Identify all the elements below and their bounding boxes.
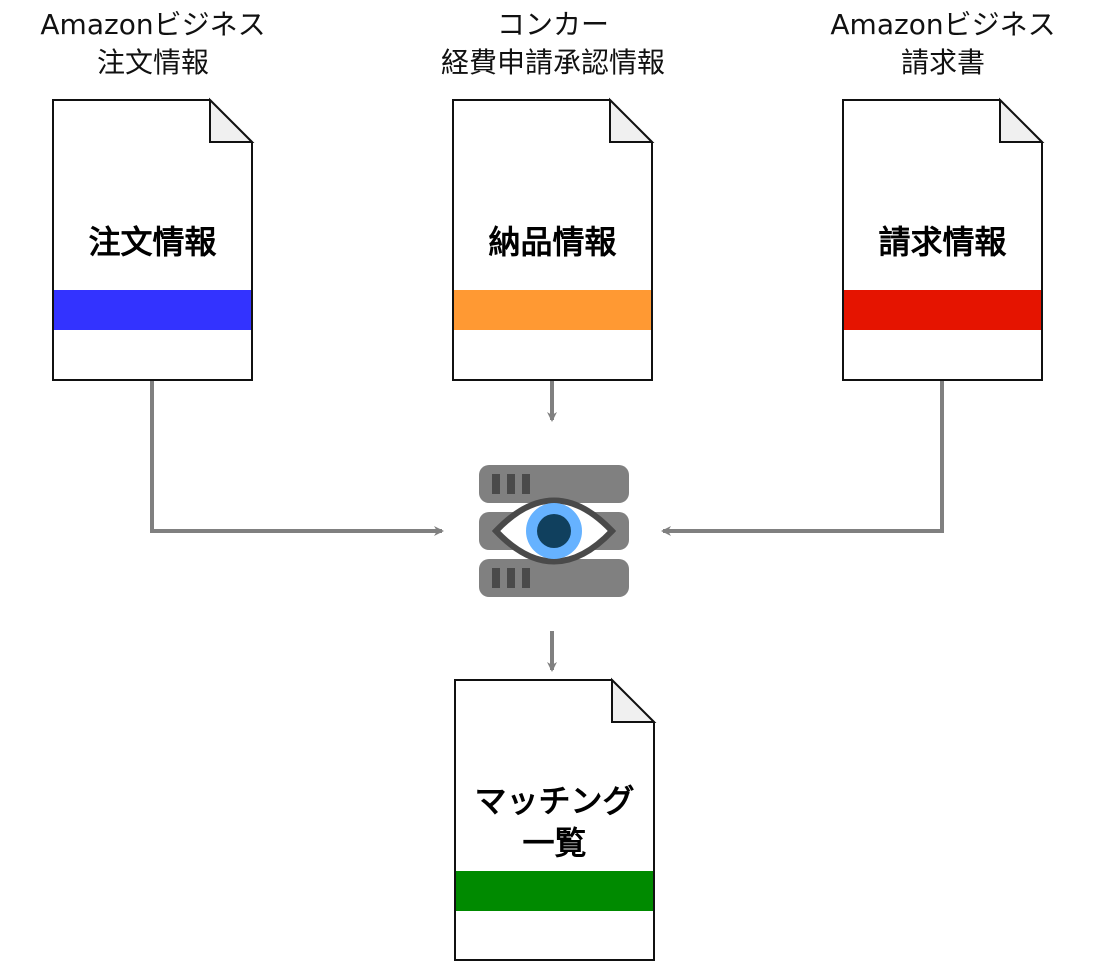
doc-title-output-line-1: マッチング bbox=[474, 782, 634, 820]
server-eye-icon[interactable] bbox=[479, 465, 629, 597]
caption-order-line-2: 注文情報 bbox=[96, 46, 209, 79]
document-invoice[interactable]: 請求情報 bbox=[842, 97, 1045, 381]
doc-title-invoice: 請求情報 bbox=[878, 223, 1006, 261]
band-invoice bbox=[844, 290, 1041, 330]
connector-order bbox=[150, 381, 444, 536]
doc-title-delivery: 納品情報 bbox=[488, 223, 616, 261]
caption-delivery: コンカー 経費申請承認情報 bbox=[403, 6, 703, 82]
caption-delivery-line-1: コンカー bbox=[496, 8, 609, 41]
connectors bbox=[150, 381, 944, 672]
server-slot-icon bbox=[492, 474, 530, 588]
document-output[interactable]: マッチング 一覧 bbox=[454, 677, 657, 961]
page-fold-icon bbox=[209, 97, 255, 143]
caption-invoice-line-2: 請求書 bbox=[900, 46, 985, 79]
doc-title-order: 注文情報 bbox=[88, 223, 216, 261]
caption-order-line-1: Amazonビジネス bbox=[40, 8, 266, 41]
band-delivery bbox=[454, 290, 651, 330]
caption-delivery-line-2: 経費申請承認情報 bbox=[440, 46, 665, 79]
band-output bbox=[456, 871, 653, 911]
page-fold-icon bbox=[999, 97, 1045, 143]
connector-invoice bbox=[661, 381, 944, 536]
caption-order: Amazonビジネス 注文情報 bbox=[3, 6, 303, 82]
page-fold-icon bbox=[611, 677, 657, 723]
document-delivery[interactable]: 納品情報 bbox=[452, 97, 655, 381]
page-fold-icon bbox=[609, 97, 655, 143]
band-order bbox=[54, 290, 251, 330]
doc-title-output-line-2: 一覧 bbox=[522, 824, 586, 862]
document-order[interactable]: 注文情報 bbox=[52, 97, 255, 381]
caption-invoice-line-1: Amazonビジネス bbox=[830, 8, 1056, 41]
caption-invoice: Amazonビジネス 請求書 bbox=[793, 6, 1093, 82]
